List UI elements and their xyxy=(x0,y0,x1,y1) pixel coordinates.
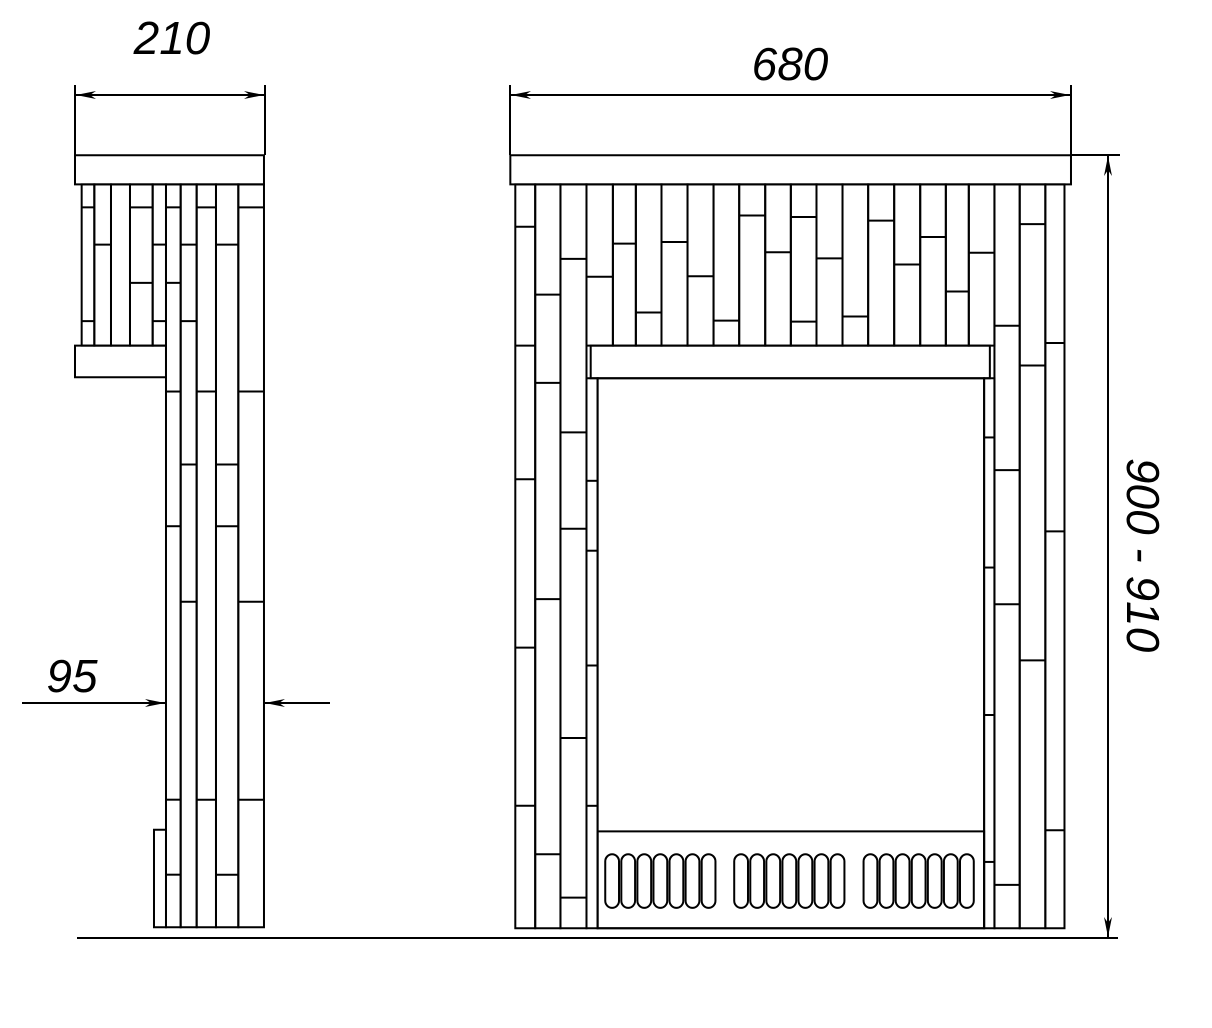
vent-slot xyxy=(621,854,635,908)
vent-slot xyxy=(782,854,796,908)
side-tile-column xyxy=(994,184,1019,928)
top-tile-column xyxy=(946,184,969,345)
wall-tile-column xyxy=(197,184,216,927)
vent-slot xyxy=(702,854,716,908)
side-tile-column xyxy=(560,184,586,928)
vent-slot xyxy=(670,854,684,908)
vent-slot xyxy=(750,854,764,908)
dimension-front-width: 680 xyxy=(510,38,1071,155)
lintel xyxy=(591,346,990,379)
top-tile-column xyxy=(765,184,791,345)
vent-slot xyxy=(766,854,780,908)
side-tile-column xyxy=(535,184,560,928)
dimension-side-depth: 210 xyxy=(75,12,265,155)
top-tile-column xyxy=(739,184,765,345)
top-tile-column xyxy=(816,184,842,345)
vent-slot xyxy=(637,854,651,908)
vent-slot xyxy=(734,854,748,908)
side-tile-column xyxy=(1045,184,1064,928)
vent-slot xyxy=(928,854,942,908)
shelf xyxy=(75,346,166,378)
vent-slot xyxy=(799,854,813,908)
top-cap xyxy=(510,155,1071,184)
door-side-strip-left xyxy=(586,378,597,928)
wall-tile-column xyxy=(166,184,181,927)
dimension-label-height: 900 - 910 xyxy=(1117,458,1169,653)
vent-slot xyxy=(815,854,829,908)
top-tile-column xyxy=(843,184,869,345)
wall-tile-column xyxy=(238,184,264,927)
vent-slot xyxy=(831,854,845,908)
dimension-wall-thickness: 95 xyxy=(22,650,330,707)
vent-slot xyxy=(686,854,700,908)
top-cap xyxy=(75,155,264,184)
top-tile-column xyxy=(969,184,995,345)
firebox-opening xyxy=(598,378,985,928)
vent-slot xyxy=(912,854,926,908)
side-view xyxy=(75,155,264,927)
top-tile-column xyxy=(613,184,636,345)
wall-tile-column xyxy=(216,184,238,927)
top-tile-column xyxy=(636,184,662,345)
dimension-label-210: 210 xyxy=(133,12,211,64)
upper-tile-column xyxy=(94,184,111,345)
side-tile-column xyxy=(1020,184,1046,928)
vent-slot xyxy=(864,854,878,908)
top-tile-column xyxy=(920,184,946,345)
vent-slot xyxy=(896,854,910,908)
dimension-height: 900 - 910 xyxy=(1072,155,1169,937)
door-side-strip-right xyxy=(984,378,994,928)
top-tile-column xyxy=(868,184,894,345)
vent-slot xyxy=(944,854,958,908)
wall-tile-column xyxy=(181,184,197,927)
dimension-label-680: 680 xyxy=(752,38,829,90)
vent-slot xyxy=(605,854,619,908)
side-tile-column xyxy=(515,184,535,928)
top-tile-column xyxy=(688,184,714,345)
top-tile-column xyxy=(661,184,687,345)
dimension-label-95: 95 xyxy=(46,650,98,702)
vent-slot xyxy=(880,854,894,908)
vent-slot xyxy=(653,854,667,908)
upper-tile-column xyxy=(111,184,130,345)
upper-tile-column xyxy=(130,184,153,345)
vent-panel xyxy=(598,831,985,928)
plinth xyxy=(154,830,166,927)
top-tile-column xyxy=(586,184,612,345)
front-view xyxy=(510,155,1071,928)
vent-slot xyxy=(960,854,974,908)
